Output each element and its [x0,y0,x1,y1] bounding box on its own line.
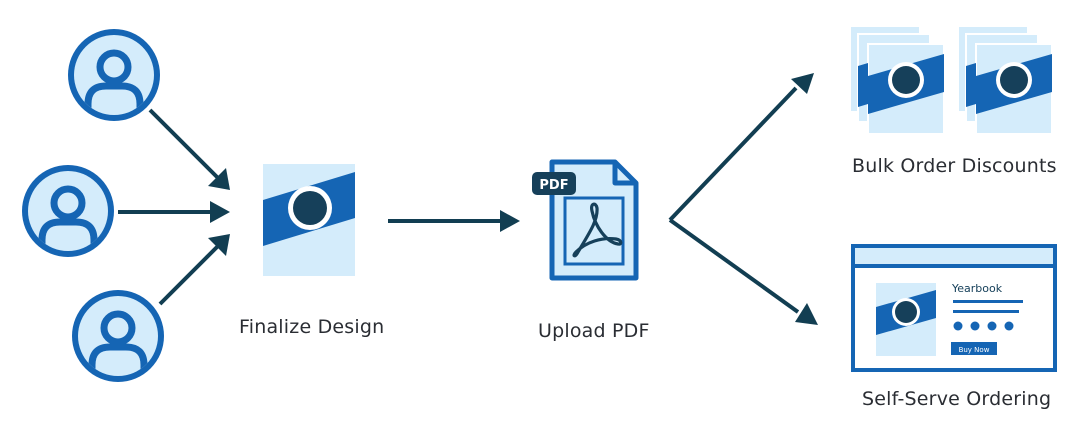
yearbook-stack-icon-1 [849,25,945,135]
store-rating-dots [953,321,1014,331]
yearbook-cover-icon [263,164,355,276]
step-label-self-serve-ordering: Self-Serve Ordering [862,388,1052,410]
arrow-pdf-to-bulk [668,73,814,222]
arrow-user1-to-design [148,108,230,190]
arrow-user3-to-design [158,234,230,306]
user-icon-2 [22,165,114,257]
buy-now-label: Buy Now [959,346,990,354]
web-store-icon: Yearbook Buy Now [851,244,1057,372]
store-text-line-1 [953,300,1023,303]
step-label-finalize-design: Finalize Design [239,316,385,338]
store-text-line-2 [953,310,1019,313]
step-label-upload-pdf: Upload PDF [538,320,650,342]
pdf-badge: PDF [532,172,576,195]
arrow-pdf-to-self [668,218,818,325]
step-label-bulk-order-discounts: Bulk Order Discounts [852,155,1057,177]
yearbook-stack-icon-2 [957,25,1053,135]
store-product-image [876,283,936,356]
buy-now-button: Buy Now [951,342,997,355]
user-icon-1 [68,29,160,121]
arrow-user2-to-design [118,201,230,223]
user-icon-3 [72,290,164,382]
arrow-design-to-pdf [388,210,520,232]
pdf-file-icon [549,159,639,281]
pdf-badge-text: PDF [539,178,568,193]
store-title: Yearbook [951,282,1003,295]
